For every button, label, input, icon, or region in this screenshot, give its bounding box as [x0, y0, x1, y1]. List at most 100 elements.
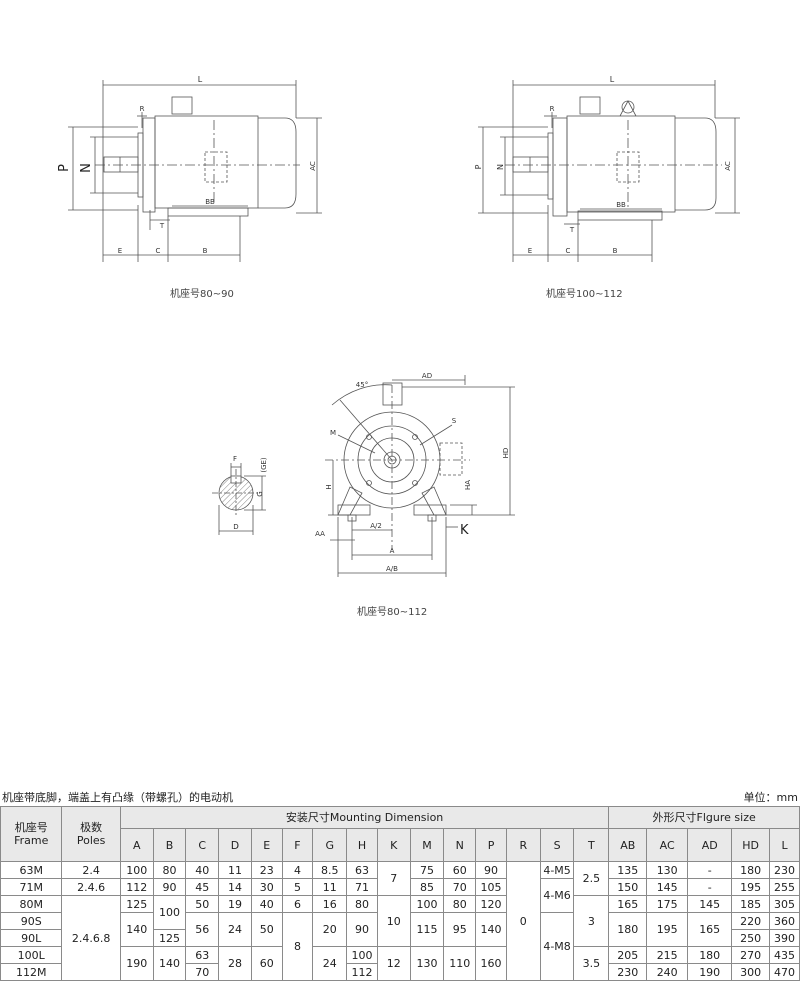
cell-D: 11: [218, 861, 252, 879]
cell-B: 80: [152, 861, 187, 879]
col-header-N: N: [443, 828, 477, 862]
cell-F: 6: [281, 895, 314, 913]
cell-T: 3.5: [573, 946, 610, 981]
col-header-F: F: [281, 828, 314, 862]
dim-F: F: [233, 455, 237, 463]
col-header-L: L: [769, 828, 800, 862]
cell-L: 255: [769, 878, 800, 896]
cell-AD: 165: [687, 912, 733, 947]
cell-H: 112: [346, 963, 378, 981]
table-row: 80M 2.4.6.8 125 100 50 19 40 6 16 80 10 …: [0, 895, 800, 981]
cell-E: 40: [250, 895, 283, 913]
cell-C: 45: [185, 878, 220, 896]
col-header-P: P: [475, 828, 507, 862]
cell-AD: 180: [687, 946, 733, 964]
cell-R: 0: [505, 861, 541, 981]
cell-B: 100: [152, 895, 187, 930]
dim-S: S: [452, 417, 457, 425]
cell-frame: 71M: [0, 878, 63, 896]
dim-T: T: [159, 222, 165, 230]
cell-T: 3: [573, 895, 610, 947]
cell-T: 2.5: [573, 861, 610, 896]
cell-L: 305: [769, 895, 800, 913]
cell-M: 85: [409, 878, 445, 896]
cell-B: 90: [152, 878, 187, 896]
dim-P: P: [57, 164, 72, 172]
dim-AA: AA: [315, 530, 325, 538]
shaft-section-view: F (GE) G D: [212, 455, 268, 535]
header-poles: 极数 Poles: [61, 806, 121, 862]
col-header-S: S: [539, 828, 575, 862]
dim-E: E: [528, 247, 532, 255]
cell-H: 100: [346, 946, 378, 964]
cell-C: 40: [185, 861, 220, 879]
table-row: 71M 2.4.6 112 90 45 14 30 5 11 71 85 70 …: [0, 878, 800, 913]
cell-poles: 2.4: [61, 861, 121, 879]
col-header-C: C: [185, 828, 220, 862]
cell-frame: 63M: [0, 861, 63, 879]
cell-N: 110: [443, 946, 477, 981]
table-row: 90S 140 56 24 50 8 20 90 115 95 140 4-M8…: [0, 912, 800, 981]
dim-BB: BB: [205, 198, 215, 206]
col-header-D: D: [218, 828, 252, 862]
cell-M: 130: [409, 946, 445, 981]
cell-A: 112: [119, 878, 154, 896]
cell-HD: 195: [731, 878, 771, 896]
cell-AB: 150: [608, 878, 648, 896]
col-header-E: E: [250, 828, 283, 862]
col-header-T: T: [573, 828, 610, 862]
table-row: 63M 2.4 100 80 40 11 23 4 8.5 63 7 75 60…: [0, 861, 800, 981]
cell-C: 70: [185, 963, 220, 981]
cell-K: 7: [376, 861, 411, 896]
cell-frame: 90L: [0, 929, 63, 947]
cell-AB: 180: [608, 912, 648, 947]
dim-G: G: [256, 491, 264, 496]
col-header-M: M: [409, 828, 445, 862]
cell-P: 90: [475, 861, 507, 879]
dim-P: P: [474, 164, 483, 169]
dim-T: T: [569, 226, 575, 234]
cell-AB: 230: [608, 963, 648, 981]
cell-K: 12: [376, 946, 411, 981]
cell-HD: 250: [731, 929, 771, 947]
cell-S: 4-M6: [539, 878, 575, 913]
cell-B: 140: [152, 946, 187, 981]
cell-H: 63: [346, 861, 378, 879]
cell-HD: 180: [731, 861, 771, 879]
cell-S: 4-M5: [539, 861, 575, 879]
dim-C: C: [156, 247, 161, 255]
col-header-HD: HD: [731, 828, 771, 862]
cell-K: 10: [376, 895, 411, 947]
dim-HD: HD: [502, 448, 510, 459]
cell-poles: 2.4.6: [61, 878, 121, 896]
side-view-frame-100-112: L R P N AC BB T E C B: [474, 75, 740, 262]
cell-A: 125: [119, 895, 154, 913]
cell-C: 50: [185, 895, 220, 913]
cell-D: 14: [218, 878, 252, 896]
cell-HD: 270: [731, 946, 771, 964]
cell-C: 56: [185, 912, 220, 947]
cell-P: 105: [475, 878, 507, 896]
cell-poles: 2.4.6.8: [61, 895, 121, 981]
cell-AC: 130: [646, 861, 689, 879]
col-header-R: R: [505, 828, 541, 862]
side-view-frame-80-90: L R P N AC BB T E C B: [57, 75, 322, 262]
dimension-table: 机座号 Frame 极数 Poles 安装尺寸Mounting Dimensio…: [0, 806, 800, 981]
dim-L: L: [198, 75, 203, 84]
dim-A: A: [390, 547, 395, 555]
cell-L: 360: [769, 912, 800, 930]
cell-AC: 145: [646, 878, 689, 896]
cell-AC: 195: [646, 912, 689, 947]
dim-B: B: [613, 247, 618, 255]
dim-BB: BB: [616, 201, 626, 209]
cell-P: 160: [475, 946, 507, 981]
cell-N: 80: [443, 895, 477, 913]
cell-D: 19: [218, 895, 252, 913]
dim-AB: A/B: [386, 565, 398, 573]
cell-E: 23: [250, 861, 283, 879]
dim-B: B: [203, 247, 208, 255]
cell-N: 95: [443, 912, 477, 947]
cell-AC: 240: [646, 963, 689, 981]
cell-G: 8.5: [312, 861, 348, 879]
cell-C: 63: [185, 946, 220, 964]
